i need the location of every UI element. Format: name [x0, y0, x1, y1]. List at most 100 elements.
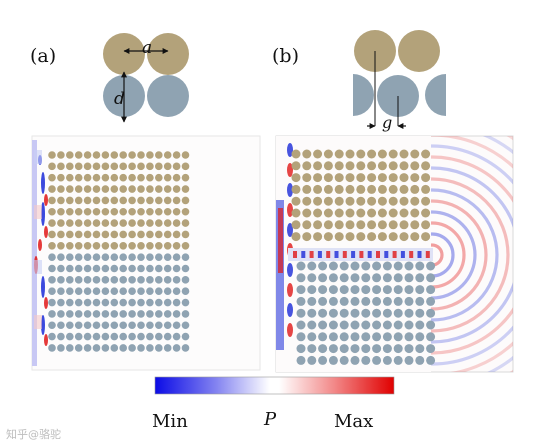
lattice-a — [48, 151, 190, 352]
top-lattice-cylinder — [110, 219, 119, 227]
colorbar-max-label: Max — [334, 411, 373, 432]
bottom-lattice-cylinder — [172, 332, 181, 341]
bottom-lattice-cylinder — [318, 355, 328, 365]
top-lattice-cylinder — [110, 242, 119, 250]
top-lattice-cylinder — [377, 161, 387, 171]
top-lattice-cylinder — [155, 207, 163, 216]
bottom-lattice-cylinder — [307, 355, 317, 365]
top-lattice-cylinder — [388, 161, 398, 171]
bottom-lattice-cylinder — [181, 287, 190, 296]
top-lattice-cylinder — [377, 149, 387, 159]
bottom-lattice-cylinder — [146, 253, 154, 261]
top-lattice-cylinder — [334, 220, 344, 230]
bottom-lattice-cylinder — [101, 253, 110, 261]
bottom-lattice-cylinder — [181, 332, 190, 341]
bottom-lattice-cylinder — [372, 332, 382, 342]
top-lattice-cylinder — [57, 185, 65, 193]
bottom-lattice-cylinder — [372, 261, 382, 271]
top-lattice-cylinder — [92, 151, 101, 159]
bottom-lattice-cylinder — [155, 276, 163, 284]
top-lattice-cylinder — [181, 162, 190, 171]
top-lattice-cylinder — [155, 162, 163, 171]
top-lattice-cylinder — [74, 162, 83, 171]
top-lattice-cylinder — [137, 162, 145, 171]
bottom-lattice-cylinder — [339, 320, 349, 330]
top-lattice-cylinder — [83, 219, 92, 227]
interface-field-spot — [293, 251, 297, 258]
bottom-lattice-cylinder — [137, 332, 145, 341]
bottom-lattice-cylinder — [339, 344, 349, 354]
bottom-lattice-cylinder — [155, 321, 163, 330]
top-lattice-cylinder — [367, 161, 377, 171]
bottom-lattice-cylinder — [66, 298, 74, 307]
top-lattice-cylinder — [172, 196, 181, 205]
top-lattice-cylinder — [313, 161, 323, 171]
top-lattice-cylinder — [92, 242, 101, 250]
top-lattice-cylinder — [137, 185, 145, 193]
bottom-lattice-cylinder — [318, 261, 328, 271]
bottom-lattice-cylinder — [393, 285, 403, 295]
top-lattice-cylinder — [137, 151, 145, 159]
bottom-lattice-cylinder — [57, 276, 65, 284]
top-lattice-cylinder — [302, 208, 312, 218]
bottom-lattice-cylinder — [426, 344, 436, 354]
bottom-lattice-cylinder — [307, 273, 317, 283]
top-lattice-cylinder — [146, 207, 154, 216]
bottom-lattice-cylinder — [382, 332, 392, 342]
bottom-lattice-cylinder — [83, 344, 92, 352]
bottom-lattice-cylinder — [83, 276, 92, 284]
bottom-lattice-cylinder — [307, 320, 317, 330]
top-lattice-cylinder — [163, 162, 172, 171]
bottom-lattice-cylinder — [163, 344, 172, 352]
bottom-lattice-cylinder — [83, 332, 92, 341]
bottom-lattice-cylinder — [101, 298, 110, 307]
top-lattice-cylinder — [181, 151, 190, 159]
top-lattice-cylinder — [137, 219, 145, 227]
interface-field-spot — [409, 251, 414, 258]
top-lattice-cylinder — [181, 185, 190, 193]
top-lattice-cylinder — [323, 184, 333, 194]
top-lattice-cylinder — [302, 196, 312, 206]
top-lattice-cylinder — [399, 149, 409, 159]
top-lattice-cylinder — [92, 173, 101, 182]
top-lattice-cylinder — [48, 230, 56, 239]
bottom-lattice-cylinder — [415, 344, 425, 354]
top-lattice-cylinder — [345, 232, 355, 242]
top-lattice-cylinder — [48, 196, 56, 205]
top-lattice-cylinder — [345, 161, 355, 171]
top-lattice-cylinder — [57, 219, 65, 227]
top-lattice-cylinder — [128, 162, 136, 171]
bottom-lattice-cylinder — [101, 287, 110, 296]
bottom-lattice-cylinder — [426, 355, 436, 365]
top-lattice-cylinder — [74, 207, 83, 216]
bottom-lattice-cylinder — [57, 344, 65, 352]
bottom-lattice-cylinder — [296, 320, 306, 330]
edge-max-band-b — [278, 208, 283, 273]
top-lattice-cylinder — [421, 196, 431, 206]
top-lattice-cylinder — [101, 196, 110, 205]
top-lattice-cylinder — [334, 161, 344, 171]
bottom-lattice-cylinder — [361, 355, 371, 365]
bottom-lattice-cylinder — [83, 298, 92, 307]
top-lattice-cylinder — [101, 207, 110, 216]
bottom-lattice-cylinder — [74, 321, 83, 330]
top-lattice-cylinder — [57, 230, 65, 239]
field-map-b — [275, 135, 514, 373]
top-lattice-cylinder — [172, 151, 181, 159]
top-lattice-cylinder — [163, 151, 172, 159]
bottom-lattice-cylinder — [350, 320, 360, 330]
top-lattice-cylinder — [48, 219, 56, 227]
bottom-lattice-cylinder — [163, 264, 172, 273]
bottom-lattice-cylinder — [110, 253, 119, 261]
top-lattice-cylinder — [66, 230, 74, 239]
top-lattice-cylinder — [323, 161, 333, 171]
bottom-lattice-cylinder — [339, 285, 349, 295]
offset-symbol-g: g — [382, 113, 392, 132]
top-lattice-cylinder — [367, 196, 377, 206]
bottom-lattice-cylinder — [146, 321, 154, 330]
bottom-lattice-cylinder — [146, 287, 154, 296]
bottom-lattice-cylinder — [163, 332, 172, 341]
bottom-lattice-cylinder — [92, 264, 101, 273]
top-lattice-cylinder — [410, 208, 420, 218]
